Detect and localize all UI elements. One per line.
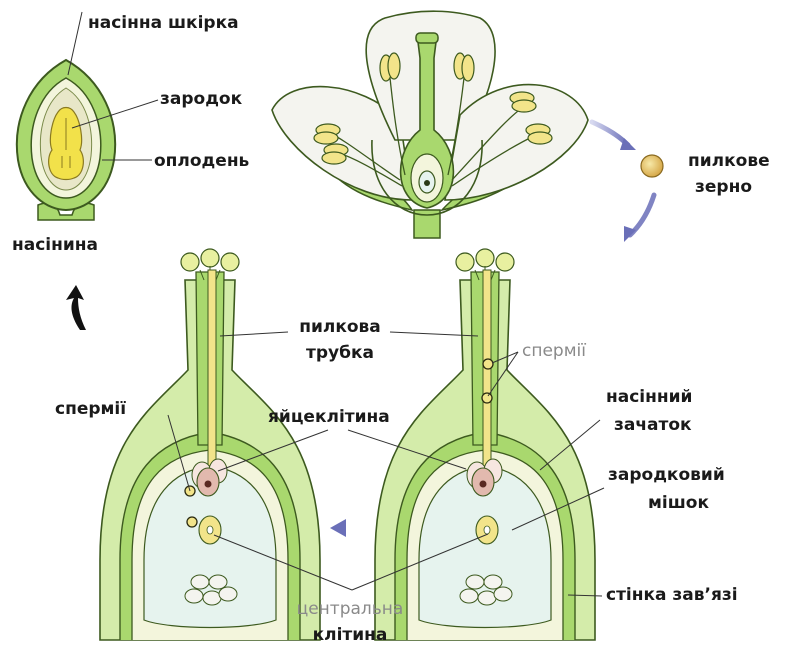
antipodal-cell bbox=[191, 575, 209, 589]
label-ovule-2: зачаток bbox=[614, 414, 692, 436]
sperm-cell bbox=[482, 393, 492, 403]
label-pericarp: оплодень bbox=[154, 150, 249, 172]
stigma-lobe bbox=[221, 253, 239, 271]
label-ovary-wall: стінка зав’язі bbox=[606, 584, 738, 606]
label-seed-coat: насінна шкірка bbox=[88, 12, 239, 34]
label-sperms-left: спермії bbox=[55, 398, 126, 420]
stigma-lobe bbox=[201, 249, 219, 267]
label-sperms-right: спермії bbox=[522, 340, 586, 362]
ovary-left bbox=[100, 249, 320, 640]
label-pollen-tube-1: пилкова bbox=[290, 316, 390, 338]
stigma-lobe bbox=[456, 253, 474, 271]
label-central-cell-2: клітина bbox=[280, 624, 420, 646]
antipodal-cell bbox=[466, 575, 484, 589]
stigma-lobe bbox=[496, 253, 514, 271]
antipodal-cell bbox=[219, 587, 237, 601]
antipodal-cell bbox=[203, 591, 221, 605]
egg-nucleus bbox=[480, 481, 487, 488]
label-central-cell-1: центральна bbox=[280, 598, 420, 620]
label-seed: насінина bbox=[12, 234, 98, 256]
egg-nucleus bbox=[205, 481, 212, 488]
label-embryo-sac-2: мішок bbox=[648, 492, 709, 514]
pollen-tube bbox=[208, 270, 216, 470]
antipodal-cell bbox=[494, 587, 512, 601]
antipodal-cell bbox=[484, 575, 502, 589]
label-pollen-tube-2: трубка bbox=[290, 342, 390, 364]
label-pollen-grain-2: зерно bbox=[695, 176, 752, 198]
pollen-grain bbox=[641, 155, 663, 177]
label-egg-cell: яйцеклітина bbox=[268, 406, 390, 428]
ovary-right bbox=[375, 249, 595, 640]
label-ovule-1: насінний bbox=[606, 386, 692, 408]
stigma-lobe bbox=[476, 249, 494, 267]
sperm-cell bbox=[483, 359, 493, 369]
antipodal-cell bbox=[460, 589, 478, 603]
stigma-lobe bbox=[181, 253, 199, 271]
flower bbox=[272, 11, 588, 238]
antipodal-cell bbox=[478, 591, 496, 605]
central-nucleus bbox=[484, 526, 490, 534]
label-embryo: зародок bbox=[160, 88, 242, 110]
black-arrow bbox=[66, 285, 86, 330]
antipodal-cell bbox=[185, 589, 203, 603]
antipodal-cell bbox=[209, 575, 227, 589]
central-nucleus bbox=[207, 526, 213, 534]
label-embryo-sac-1: зародковий bbox=[608, 464, 725, 486]
pollen-tube bbox=[483, 270, 491, 470]
seed bbox=[17, 12, 158, 220]
sperm-cell bbox=[187, 517, 197, 527]
label-pollen-grain-1: пилкове bbox=[688, 150, 770, 172]
